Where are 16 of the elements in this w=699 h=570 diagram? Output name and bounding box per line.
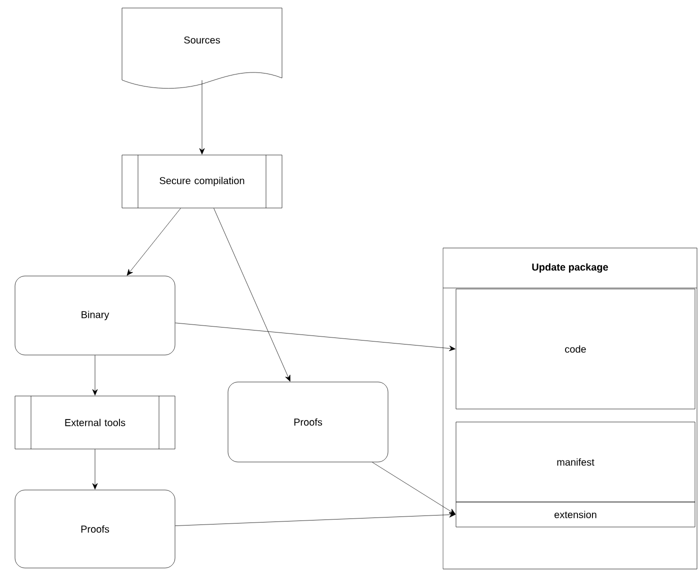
arrow — [92, 355, 98, 396]
rounded-box: Binary — [14, 276, 176, 356]
arrow — [92, 449, 98, 490]
section-box: code — [456, 288, 696, 410]
section-box: manifest — [456, 422, 696, 502]
process-box: External tools — [14, 396, 176, 450]
arrow — [372, 462, 456, 514]
arrow — [175, 322, 456, 352]
arrow — [126, 208, 181, 276]
arrow — [175, 512, 456, 526]
rounded-box: Proofs — [14, 490, 176, 568]
rounded-box: Proofs — [228, 382, 388, 462]
section-box: extension — [456, 502, 696, 528]
arrow — [199, 80, 205, 154]
arrow — [214, 208, 290, 382]
process-box: Secure compilation — [122, 154, 282, 208]
